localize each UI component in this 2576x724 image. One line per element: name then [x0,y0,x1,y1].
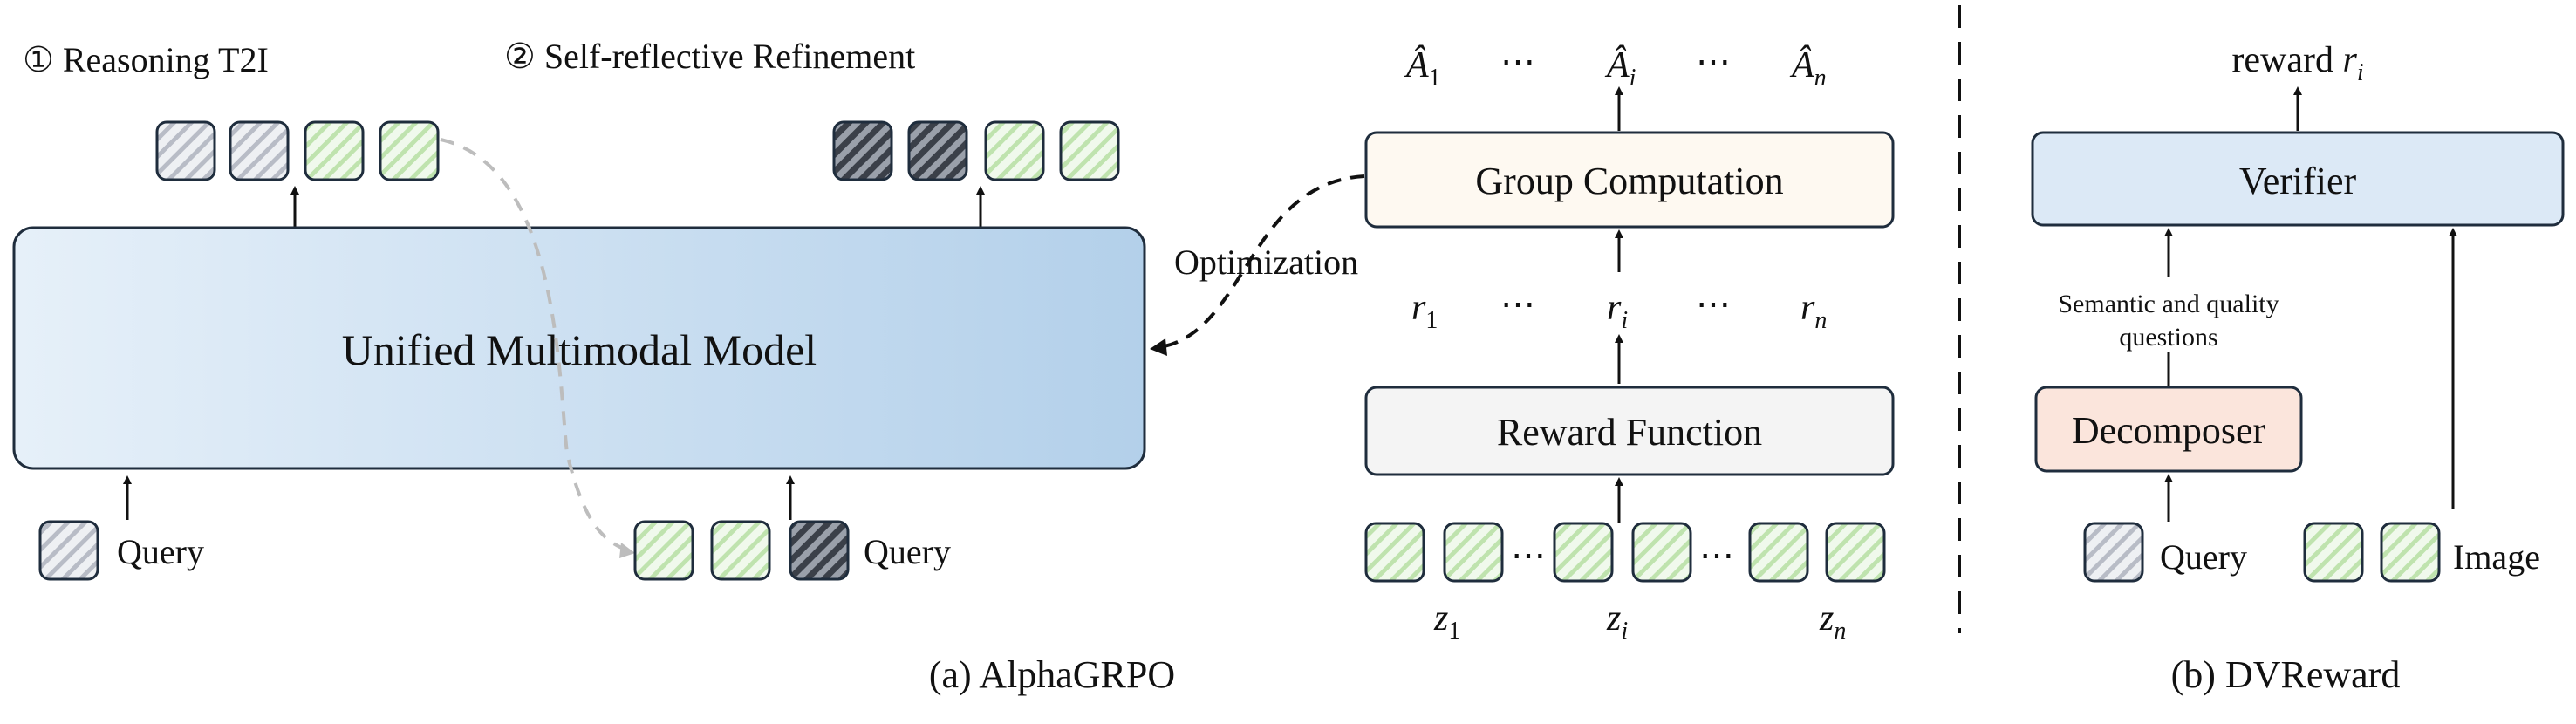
advantage-n: Ân [1789,44,1827,92]
query-label-right: Query [864,532,951,571]
token-green [1748,522,1809,583]
token-green [1825,522,1886,583]
reward-box-label: Reward Function [1497,411,1762,454]
token-dark [832,120,893,181]
group-box-label: Group Computation [1475,160,1783,202]
reward-output-label: reward ri [2231,40,2363,86]
token-green [1443,522,1504,583]
optimization-label: Optimization [1174,242,1358,282]
reasoning-output-tokens [155,120,440,181]
dv-image-token [2380,522,2441,583]
dv-image-token [2303,522,2364,583]
verifier-box [2031,131,2565,227]
reward-n: rn [1800,288,1827,334]
refinement-output-tokens [832,120,1120,181]
token-grey [155,120,216,181]
token-green [984,120,1045,181]
unified-multimodal-model-box [12,226,1146,470]
token-green [1059,120,1120,181]
token-dark [789,520,850,581]
reasoning-to-refinement-arrowhead [619,543,635,558]
advantage-i: Âi [1604,44,1636,92]
latent-n: zn [1819,598,1846,645]
token-grey [229,120,290,181]
caption-dvreward: (b) DVReward [2171,653,2401,696]
refinement-input-tokens [633,520,850,581]
advantage-row: Â1 ⋯ Âi ⋯ Ân [1404,42,1827,92]
latent-tokens: ⋯ ⋯ [1364,522,1886,583]
token-green [379,120,440,181]
questions-label-line2: questions [2119,323,2217,352]
reward-dots-1: ⋯ [1500,284,1535,324]
reward-i: ri [1607,288,1628,334]
dv-image-label: Image [2453,537,2540,577]
step1-label: ① Reasoning T2I [23,40,269,79]
query-label-left: Query [117,532,204,571]
token-dark [907,120,968,181]
query-token-left [38,520,99,581]
optimization-arrowhead [1150,338,1167,356]
dv-query-token [2083,522,2144,583]
latent-dots-1: ⋯ [1511,536,1546,575]
advantage-1: Â1 [1404,44,1441,92]
group-computation-box [1364,131,1895,229]
model-label: Unified Multimodal Model [342,325,817,374]
dv-query-label: Query [2160,537,2247,577]
reward-row: r1 ⋯ ri ⋯ rn [1411,284,1827,334]
decomposer-box [2034,386,2303,473]
reward-function-box [1364,386,1895,476]
advantage-dots-1: ⋯ [1500,42,1535,81]
token-green [1631,522,1692,583]
advantage-dots-2: ⋯ [1696,42,1731,81]
optimization-arrow [1159,174,1365,349]
token-green [1553,522,1614,583]
caption-alphagrpo: (a) AlphaGRPO [929,653,1175,696]
token-green [304,120,365,181]
verifier-label: Verifier [2239,160,2357,202]
reward-dots-2: ⋯ [1696,284,1731,324]
reasoning-to-refinement-link [440,138,631,553]
decomposer-label: Decomposer [2072,409,2266,452]
latent-i: zi [1606,598,1628,645]
latent-dots-2: ⋯ [1699,536,1734,575]
token-green [710,520,771,581]
questions-label-line1: Semantic and quality [2058,290,2279,318]
reward-1: r1 [1411,288,1438,334]
latent-labels: z1 zi zn [1433,598,1846,645]
step2-label: ② Self-reflective Refinement [504,37,915,76]
token-green [633,520,694,581]
token-green [1364,522,1425,583]
latent-1: z1 [1433,598,1460,645]
